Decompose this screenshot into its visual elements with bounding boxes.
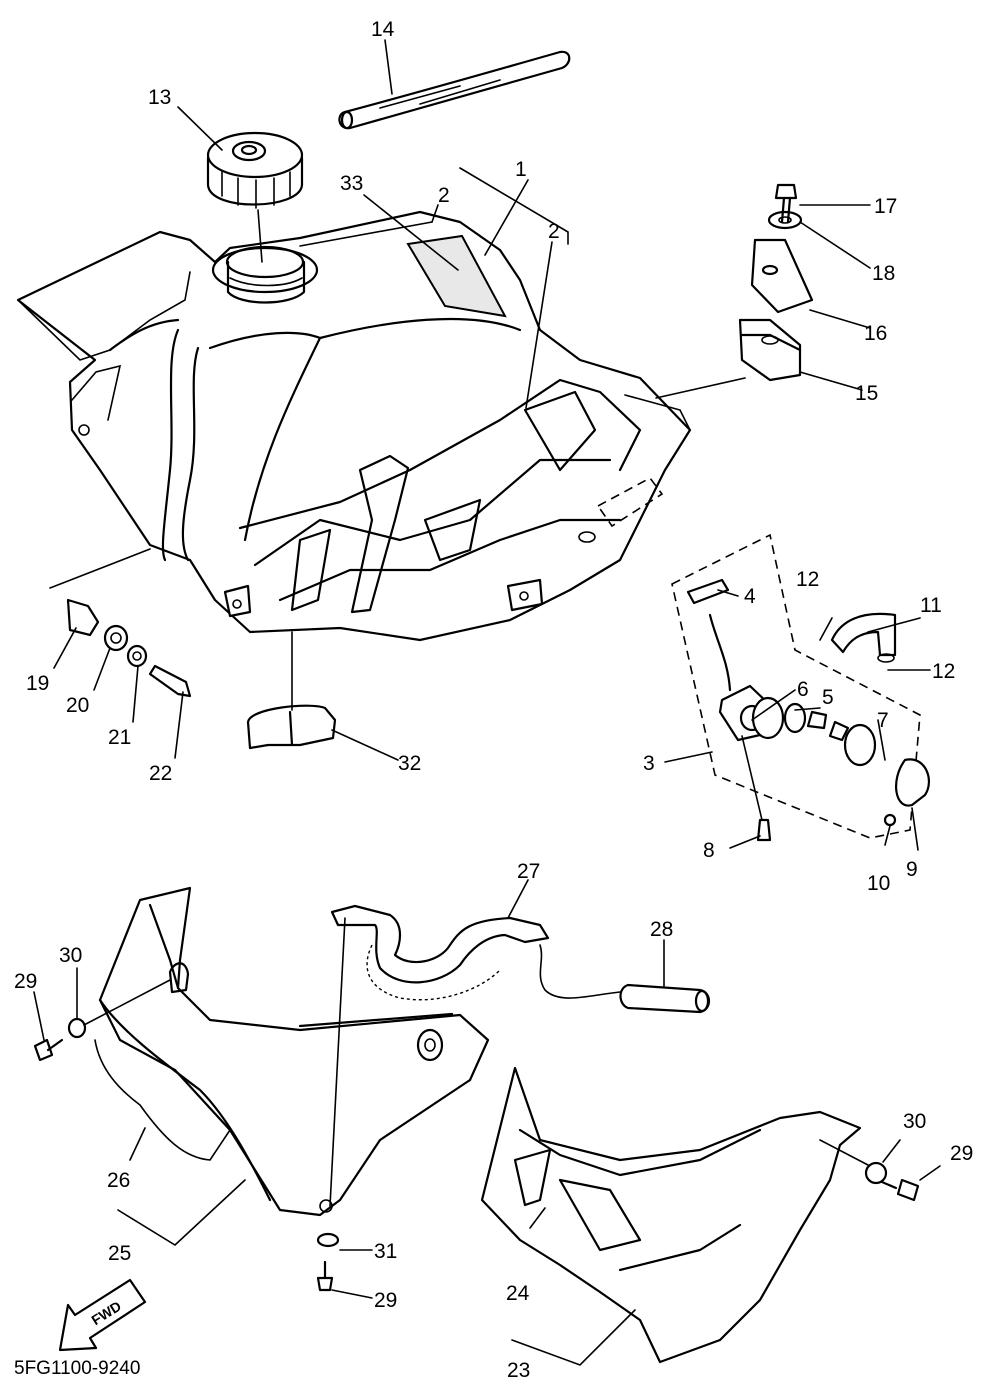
- forward-direction-arrow: FWD: [58, 1278, 147, 1352]
- part-label: 25: [108, 1242, 131, 1265]
- part-label: 24: [506, 1282, 530, 1305]
- part-label: 23: [507, 1359, 530, 1382]
- part-label: 18: [872, 262, 895, 285]
- fuel-cock-assembly: [671, 533, 930, 842]
- part-label: 20: [66, 694, 89, 717]
- part-label: 33: [340, 172, 363, 195]
- front-mount-parts: [66, 598, 192, 698]
- part-label: 21: [108, 726, 131, 749]
- damper: [246, 631, 337, 750]
- part-label: 17: [874, 195, 897, 218]
- part-label: 7: [877, 709, 889, 732]
- part-label: 29: [14, 970, 37, 993]
- part-label: 28: [650, 918, 673, 941]
- part-label: 32: [398, 752, 421, 775]
- fuel-cap: [206, 131, 304, 263]
- part-label: 10: [867, 872, 890, 895]
- part-label: 12: [932, 660, 955, 683]
- part-label: 26: [107, 1169, 130, 1192]
- drawing-code: 5FG1100-9240: [14, 1358, 140, 1379]
- part-label: 8: [703, 839, 715, 862]
- leader-lines: [33, 39, 941, 1366]
- part-label: 6: [797, 678, 809, 701]
- fuel-tank: [16, 210, 692, 642]
- bracket-and-hose: [329, 904, 711, 1207]
- part-label: 9: [906, 858, 918, 881]
- part-label: 3: [643, 752, 655, 775]
- part-number-labels: 1 2 2 3 4 5 6 7 8 9 10 11 12 12 13 14 15…: [14, 18, 973, 1382]
- part-label: 19: [26, 672, 49, 695]
- part-label: 22: [149, 762, 172, 785]
- part-label: 29: [950, 1142, 973, 1165]
- part-label: 29: [374, 1289, 397, 1312]
- part-label: 16: [864, 322, 887, 345]
- part-label: 11: [920, 594, 942, 617]
- part-label: 2: [548, 220, 560, 243]
- part-label: 12: [796, 568, 819, 591]
- part-label: 27: [517, 860, 540, 883]
- part-label: 15: [855, 382, 878, 405]
- rear-mount-parts: [738, 183, 814, 382]
- side-cover-right: [480, 1066, 869, 1364]
- fasteners: [33, 979, 920, 1292]
- part-label: 30: [903, 1110, 926, 1133]
- part-label: 2: [438, 184, 450, 207]
- part-label: 31: [374, 1240, 397, 1263]
- part-label: 4: [744, 585, 756, 608]
- breather-hose: [338, 50, 571, 130]
- part-label: 14: [371, 18, 395, 41]
- part-label: 13: [148, 86, 171, 109]
- part-label: 1: [515, 158, 527, 181]
- side-cover-left: [94, 886, 490, 1217]
- part-label: 30: [59, 944, 82, 967]
- part-label: 5: [822, 686, 834, 709]
